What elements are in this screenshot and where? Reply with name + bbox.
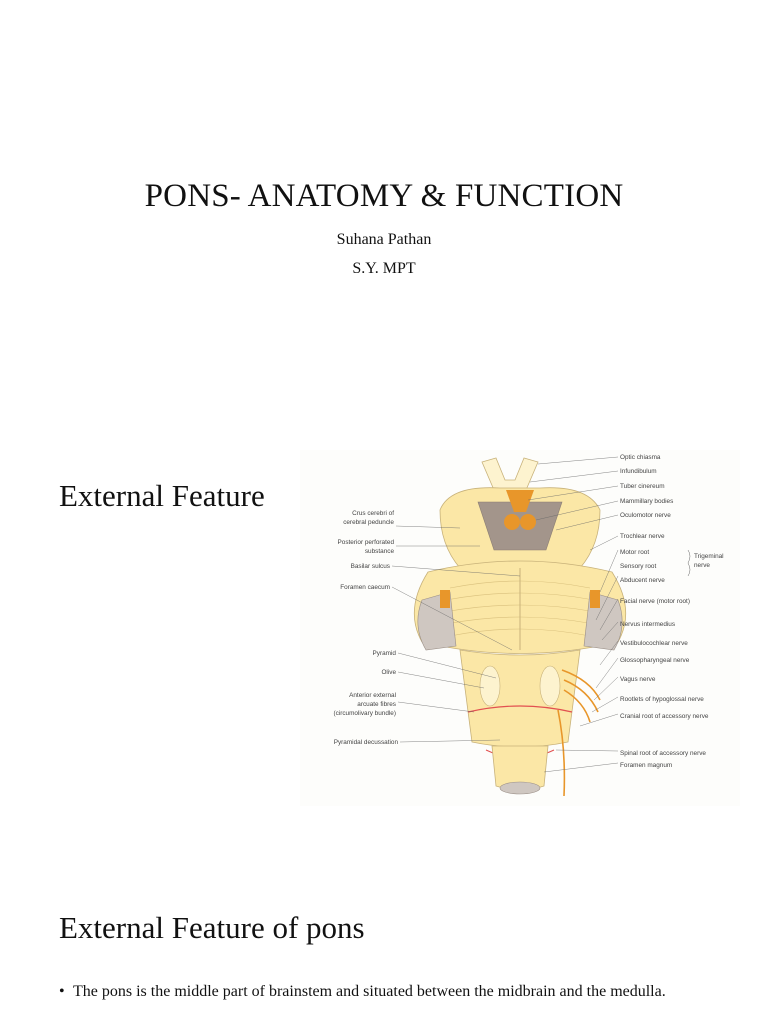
label-cranial-root-accessory: Cranial root of accessory nerve: [620, 713, 709, 720]
label-motor-root: Motor root: [620, 549, 649, 556]
label-tuber-cinereum: Tuber cinereum: [620, 483, 665, 490]
label-circumolivary-bundle: (circumolivary bundle): [333, 710, 396, 717]
label-foramen-caecum: Foramen caecum: [340, 584, 390, 591]
right-peduncle-cut: [583, 591, 623, 651]
label-oculomotor-nerve: Oculomotor nerve: [620, 512, 671, 519]
bullet-marker: •: [59, 983, 65, 1000]
external-feature-slide: External Feature: [0, 420, 768, 860]
bullet-item: • The pons is the middle part of brainst…: [59, 982, 719, 1002]
bullet-list: • The pons is the middle part of brainst…: [59, 982, 719, 1002]
optic-chiasma-shape: [481, 457, 539, 491]
title-slide: PONS- ANATOMY & FUNCTION Suhana Pathan S…: [0, 0, 768, 420]
label-sensory-root: Sensory root: [620, 563, 656, 570]
brainstem-diagram: Optic chiasma Infundibulum Tuber cinereu…: [300, 450, 740, 806]
external-feature-pons-slide: External Feature of pons • The pons is t…: [0, 860, 768, 1024]
label-foramen-magnum: Foramen magnum: [620, 762, 672, 769]
leader-lines: [391, 456, 619, 773]
label-trigeminal-nerve-word: nerve: [694, 562, 710, 569]
label-facial-nerve: Facial nerve (motor root): [620, 598, 690, 605]
label-glossopharyngeal-nerve: Glossopharyngeal nerve: [620, 657, 690, 664]
interpeduncular-fossa: [477, 501, 563, 551]
label-trigeminal: Trigeminal: [694, 553, 724, 560]
label-vestibulocochlear-nerve: Vestibulocochlear nerve: [620, 640, 688, 647]
label-vagus-nerve: Vagus nerve: [620, 676, 656, 683]
slide-heading: External Feature of pons: [59, 910, 365, 945]
label-infundibulum: Infundibulum: [620, 468, 657, 475]
spinal-cord-section: [499, 781, 541, 795]
label-nervus-intermedius: Nervus intermedius: [620, 621, 675, 628]
trigeminal-left: [440, 590, 450, 608]
label-anterior-external: Anterior external: [349, 692, 396, 699]
label-pyramidal-decussation: Pyramidal decussation: [334, 739, 399, 746]
mammillary-body-left: [504, 514, 520, 530]
course-label: S.Y. MPT: [352, 260, 416, 277]
label-pyramid: Pyramid: [373, 650, 397, 657]
label-basilar-sulcus: Basilar sulcus: [351, 563, 390, 570]
slide-heading: External Feature: [59, 478, 265, 513]
author-name: Suhana Pathan: [336, 231, 432, 248]
label-hypoglossal-rootlets: Rootlets of hypoglossal nerve: [620, 696, 704, 703]
label-posterior-perforated: Posterior perforated: [338, 539, 395, 546]
label-abducent-nerve: Abducent nerve: [620, 577, 665, 584]
mammillary-body-right: [520, 514, 536, 530]
brainstem-illustration: Optic chiasma Infundibulum Tuber cinereu…: [333, 454, 724, 797]
arcuate-fibres: [467, 705, 573, 713]
presentation-title: PONS- ANATOMY & FUNCTION: [144, 178, 624, 214]
label-arcuate-fibres: arcuate fibres: [357, 701, 396, 708]
label-olive: Olive: [381, 669, 396, 676]
label-substance: substance: [365, 548, 395, 555]
label-mammillary-bodies: Mammillary bodies: [620, 498, 673, 505]
label-optic-chiasma: Optic chiasma: [620, 454, 661, 461]
label-crus-cerebri: Crus cerebri of: [352, 510, 394, 517]
label-spinal-root-accessory: Spinal root of accessory nerve: [620, 750, 706, 757]
label-trochlear-nerve: Trochlear nerve: [620, 533, 665, 540]
olive-left: [479, 665, 501, 707]
bullet-text: The pons is the middle part of brainstem…: [73, 983, 666, 1000]
tuber-cinereum: [506, 490, 534, 512]
olive-right: [539, 665, 561, 707]
trigeminal-right: [590, 590, 600, 608]
trigeminal-brace: [687, 549, 691, 577]
left-peduncle-cut: [417, 591, 457, 651]
label-cerebral-peduncle: cerebral peduncle: [343, 519, 394, 526]
cranial-nerve-roots: [557, 669, 601, 797]
